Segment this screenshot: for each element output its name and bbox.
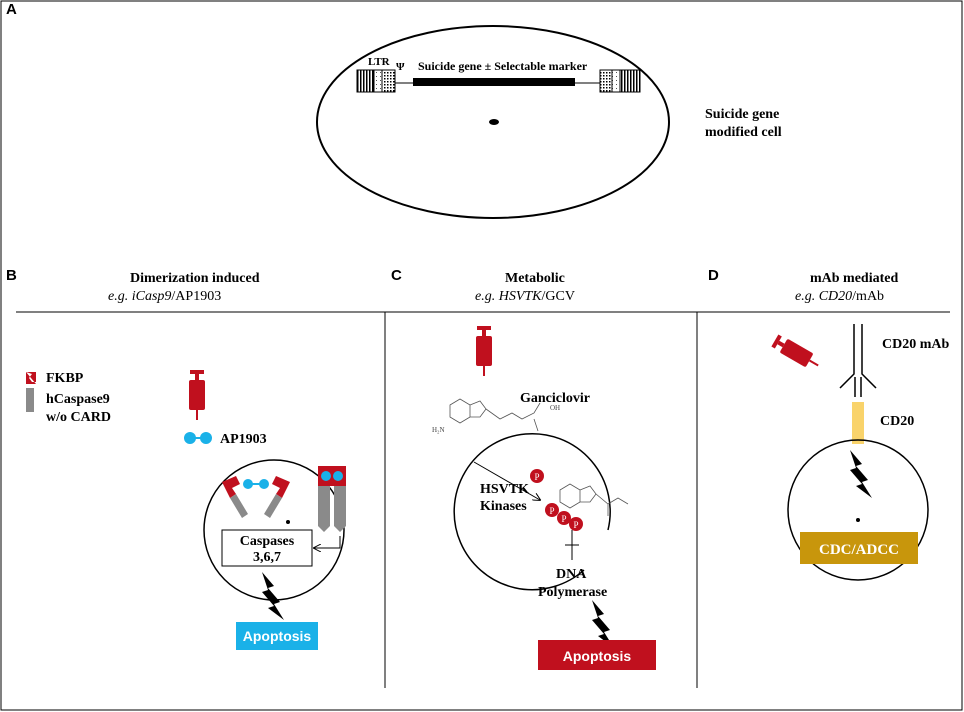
chem-oh-label: OH xyxy=(550,404,560,412)
phosphorylation-arrow xyxy=(473,461,540,500)
apoptosis-label-b: Apoptosis xyxy=(243,628,312,644)
cell-label-line1: Suicide gene xyxy=(705,107,779,122)
caspases-label-line2: 3,6,7 xyxy=(253,550,281,565)
panel-a-label: A xyxy=(6,1,17,18)
chem-nh2-label: H₂N xyxy=(432,426,445,434)
cell-label-line2: modified cell xyxy=(705,125,782,140)
apoptosis-badge-c xyxy=(538,640,656,670)
fkbp-label: FKBP xyxy=(46,371,84,386)
apoptosis-badge-b xyxy=(236,622,318,650)
fkbp-legend-icon xyxy=(26,372,36,384)
syringe-icon xyxy=(476,326,492,376)
panel-c-subtitle: e.g. HSVTK/GCV xyxy=(475,289,575,304)
ganciclovir-label: Ganciclovir xyxy=(520,391,590,406)
apoptosis-label-c: Apoptosis xyxy=(563,648,632,664)
caspase-label-line1: hCaspase9 xyxy=(46,392,110,407)
vector-construct xyxy=(356,69,641,93)
panel-b-title: Dimerization induced xyxy=(130,271,260,286)
polymerase-label-line1: DNA xyxy=(556,567,587,582)
svg-text:P: P xyxy=(534,472,539,482)
polymerase-label-line2: Polymerase xyxy=(538,585,607,600)
nucleus-dot xyxy=(286,520,290,524)
panel-b-subtitle: e.g. iCasp9/AP1903 xyxy=(108,289,221,304)
modified-cell xyxy=(316,25,670,219)
svg-text:P: P xyxy=(561,514,566,524)
panel-d-subtitle: e.g. CD20/mAb xyxy=(795,289,884,304)
hsvtk-label-line1: HSVTK xyxy=(480,482,529,497)
hsvtk-label-line2: Kinases xyxy=(480,499,527,514)
svg-text:P: P xyxy=(573,520,578,530)
caspases-label-line1: Caspases xyxy=(240,534,295,549)
construct-label: Suicide gene ± Selectable marker xyxy=(418,59,588,73)
caspase-legend-icon xyxy=(26,388,34,412)
cell-c xyxy=(453,433,611,591)
phosphate-icons: P P P P xyxy=(530,469,583,531)
cdc-adcc-badge xyxy=(800,532,918,564)
panel-b-label: B xyxy=(6,267,17,284)
activation-arrow xyxy=(314,536,341,548)
panel-d-title: mAb mediated xyxy=(810,271,898,286)
psi-label: Ψ xyxy=(396,61,405,73)
nucleus-dot xyxy=(856,518,860,522)
cd20-mab-label: CD20 mAb xyxy=(882,337,949,352)
nucleus-dot xyxy=(489,119,499,125)
cell-d xyxy=(787,439,929,581)
ltr-label: LTR xyxy=(368,56,391,68)
panel-c-title: Metabolic xyxy=(505,271,565,286)
cd20-label: CD20 xyxy=(880,414,914,429)
antibody-icon xyxy=(839,324,877,397)
ganciclovir-structure xyxy=(449,398,541,432)
suicide-gene-bar xyxy=(413,78,575,86)
ap1903-label: AP1903 xyxy=(220,432,267,447)
panel-c-label: C xyxy=(391,267,402,284)
caspase-dimer-icon xyxy=(318,466,346,532)
syringe-icon xyxy=(771,334,819,367)
panel-d-label: D xyxy=(708,267,719,284)
ap1903-dimer-icon xyxy=(184,432,212,444)
lightning-bolt-icon xyxy=(850,450,872,498)
caspase-monomers-icon xyxy=(222,476,290,518)
lightning-bolt-icon xyxy=(262,572,284,620)
svg-text:P: P xyxy=(549,506,554,516)
lightning-bolt-icon xyxy=(592,600,614,648)
caspase-label-line2: w/o CARD xyxy=(46,410,111,425)
syringe-icon xyxy=(189,370,205,420)
phosphorylated-gcv-structure xyxy=(559,483,629,516)
cdc-adcc-label: CDC/ADCC xyxy=(819,542,899,558)
cd20-receptor xyxy=(852,402,864,444)
caspases-box xyxy=(221,529,313,567)
